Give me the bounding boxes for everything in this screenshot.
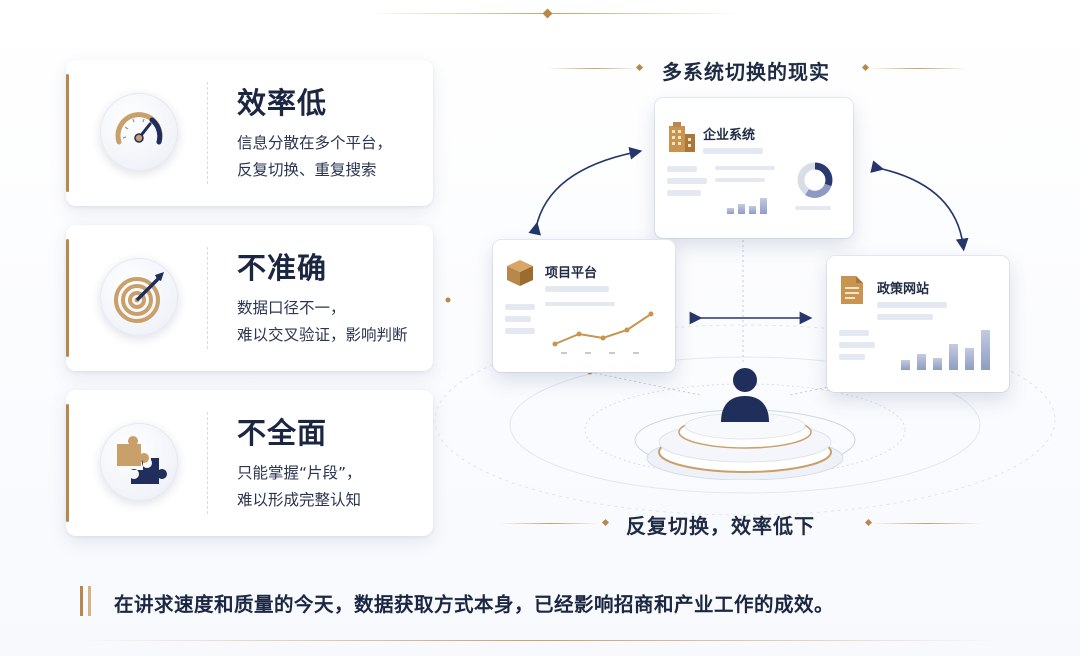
- placeholder-bar: [715, 178, 765, 182]
- building-icon: [669, 122, 695, 152]
- card-desc-line: 难以交叉验证，影响判断: [237, 326, 408, 344]
- card-low-efficiency: 效率低 信息分散在多个平台， 反复切换、重复搜索: [66, 60, 433, 206]
- placeholder-bar: [877, 314, 933, 320]
- mini-bar: [949, 344, 958, 370]
- target-icon: [100, 258, 178, 336]
- box-icon: [507, 260, 533, 286]
- placeholder-bar: [505, 304, 535, 310]
- line-chart-icon: [552, 311, 654, 354]
- panel-project-platform: 项目平台: [493, 240, 675, 372]
- mini-bar: [965, 348, 974, 370]
- mini-bar: [727, 208, 734, 214]
- placeholder-bar: [703, 148, 763, 154]
- diagram-title: 多系统切换的现实: [662, 60, 830, 84]
- card-accent: [66, 74, 69, 192]
- placeholder-bar: [505, 316, 531, 322]
- mini-bar: [917, 354, 926, 370]
- placeholder-bar: [839, 330, 869, 336]
- donut-chart-icon: [797, 162, 833, 198]
- mini-bar: [738, 204, 745, 214]
- card-accent: [66, 239, 69, 357]
- placeholder-bar: [877, 302, 947, 308]
- card-incomplete: 不全面 只能掌握“片段”， 难以形成完整认知: [66, 390, 433, 536]
- footer-mark: [88, 586, 91, 616]
- mini-bar: [749, 206, 756, 214]
- card-inaccurate: 不准确 数据口径不一， 难以交叉验证，影响判断: [66, 225, 433, 371]
- speedometer-icon: [100, 93, 178, 171]
- card-title: 不准确: [237, 251, 328, 285]
- caption-rule-left: [500, 523, 600, 524]
- card-divider: [207, 82, 208, 184]
- placeholder-bar: [545, 286, 609, 292]
- user-icon: [721, 368, 769, 422]
- panel-policy-website: 政策网站: [827, 256, 1009, 392]
- placeholder-bar: [715, 166, 775, 170]
- mini-bar: [933, 358, 942, 370]
- diagram-caption: 反复切换，效率低下: [626, 514, 815, 538]
- card-divider: [207, 247, 208, 349]
- caption-rule-right: [872, 523, 982, 524]
- card-accent: [66, 404, 69, 522]
- document-icon: [841, 276, 863, 304]
- placeholder-bar: [667, 190, 701, 196]
- card-desc-line: 数据口径不一，: [237, 299, 346, 317]
- placeholder-bar: [839, 342, 875, 348]
- panel-title: 项目平台: [545, 266, 598, 281]
- placeholder-bar: [545, 302, 615, 306]
- placeholder-bar: [667, 178, 707, 184]
- placeholder-bar: [795, 206, 831, 210]
- placeholder-bar: [839, 354, 865, 360]
- mini-bar: [981, 330, 990, 370]
- puzzle-icon: [100, 423, 178, 501]
- card-description: 数据口径不一， 难以交叉验证，影响判断: [237, 295, 427, 349]
- card-title: 效率低: [237, 86, 328, 120]
- placeholder-bar: [667, 166, 697, 172]
- card-desc-line: 难以形成完整认知: [237, 491, 362, 509]
- diagram-title-rule-right: [868, 68, 968, 69]
- user-podium: [646, 412, 844, 480]
- card-description: 信息分散在多个平台， 反复切换、重复搜索: [237, 130, 427, 184]
- mini-bar-chart: [727, 194, 777, 214]
- panel-enterprise-system: 企业系统: [655, 98, 853, 238]
- mini-bar: [901, 360, 910, 370]
- card-desc-line: 只能掌握“片段”，: [237, 464, 362, 482]
- bottom-divider: [80, 640, 1000, 641]
- mini-bar-chart: [901, 328, 993, 370]
- footer-statement: 在讲求速度和质量的今天，数据获取方式本身，已经影响招商和产业工作的成效。: [114, 593, 835, 616]
- diagram-title-rule-left: [548, 68, 640, 69]
- card-desc-line: 反复切换、重复搜索: [237, 161, 377, 179]
- card-divider: [207, 412, 208, 514]
- placeholder-bar: [505, 328, 535, 334]
- card-description: 只能掌握“片段”， 难以形成完整认知: [237, 460, 427, 514]
- card-desc-line: 信息分散在多个平台，: [237, 134, 393, 152]
- top-divider: [370, 13, 740, 14]
- mini-bar: [760, 198, 767, 214]
- footer-mark: [80, 586, 83, 616]
- card-title: 不全面: [237, 416, 328, 450]
- panel-title: 政策网站: [877, 282, 930, 297]
- panel-title: 企业系统: [703, 128, 756, 143]
